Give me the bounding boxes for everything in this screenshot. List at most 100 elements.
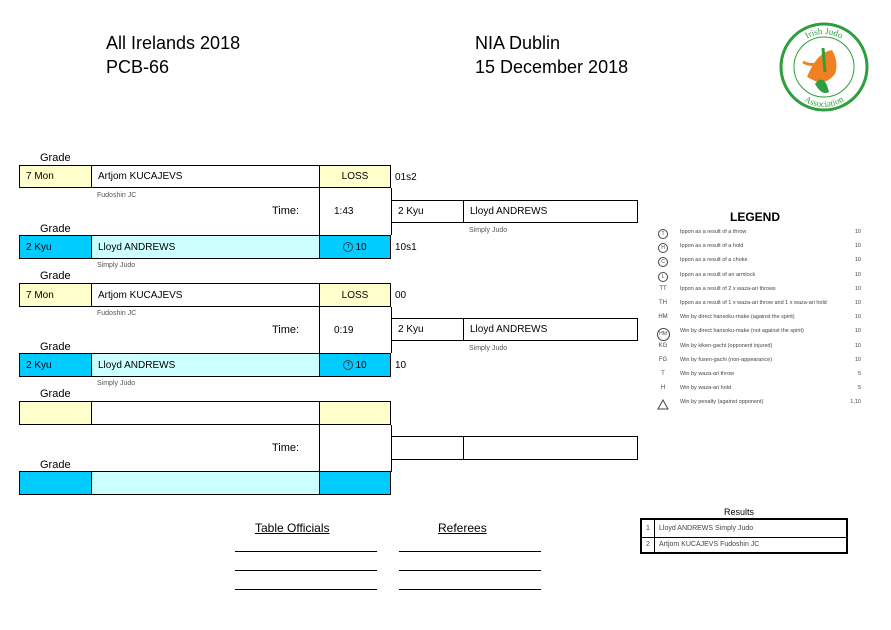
logo-text-bottom: Association [803,94,846,109]
white-name-cell[interactable]: Artjom KUCAJEVS [91,283,320,307]
referee-signature-line[interactable] [399,570,541,571]
white-club: Fudoshin JC [97,192,137,199]
winner-club: Simply Judo [469,227,508,234]
blue-score: 10 [395,360,407,371]
legend-description: Win by direct hansoku-make (not against … [680,328,804,335]
legend-points: 10 [854,314,861,321]
winner-club: Simply Judo [469,345,508,352]
legend-points: 10 [854,356,861,363]
legend-title: LEGEND [730,210,781,224]
white-name-cell[interactable] [91,401,320,425]
blue-result-cell[interactable]: T 10 [319,235,391,259]
legend-symbol-icon: FG [658,356,668,363]
white-score: 01s2 [395,172,417,183]
results-place: 1 [642,520,655,537]
legend-description: Ippon as a result of 1 x waza-ari throw … [680,300,827,306]
winner-name-cell[interactable]: Lloyd ANDREWS [463,200,638,223]
legend-description: Ippon as a result of a choke [680,257,748,264]
legend-points: 10 [854,300,861,306]
winner-name-cell[interactable]: Lloyd ANDREWS [463,318,638,341]
triangle-icon [657,399,669,410]
venue: NIA Dublin [475,33,561,53]
legend-points: 1,10 [850,399,861,406]
event-title: All Irelands 2018 [106,33,241,53]
legend-row: Win by penalty (against opponent)1,10 [656,399,861,412]
blue-name-cell[interactable]: Lloyd ANDREWS [91,353,320,377]
blue-name-cell[interactable] [91,471,320,495]
legend-points: 10 [854,328,861,335]
blue-grade-cell[interactable]: 2 Kyu [19,353,92,377]
legend-row: HM Win by direct hansoku-make (not agains… [656,328,861,342]
legend-description: Ippon as a result of 2 x waza-ari throws [680,285,776,292]
white-club: Fudoshin JC [97,310,137,317]
legend-description: Ippon as a result of an armlock [680,271,756,278]
legend-symbol-icon: T [656,229,670,239]
ippon-throw-icon: T [343,242,354,252]
event-date: 15 December 2018 [475,57,629,77]
winner-name-cell[interactable] [463,436,638,460]
blue-result-value: 10 [355,359,367,371]
official-signature-line[interactable] [235,551,377,552]
winner-grade-cell[interactable] [391,436,464,460]
legend-description: Win by kiken-gachi (opponent injured) [680,342,773,349]
white-result-cell[interactable] [319,401,391,425]
legend-points: 10 [854,229,861,235]
grade-label: Grade [40,341,71,353]
official-signature-line[interactable] [235,570,377,571]
results-table: 1 Lloyd ANDREWS Simply Judo 2 Artjom KUC… [640,518,848,554]
white-name-cell[interactable]: Artjom KUCAJEVS [91,165,320,188]
circle-symbol-icon: H [658,243,668,254]
white-grade-cell[interactable] [19,401,92,425]
winner-grade-cell[interactable]: 2 Kyu [391,200,464,223]
legend-description: Ippon as a result of a throw [680,229,747,235]
referee-signature-line[interactable] [399,551,541,552]
match-time: 1:43 [334,206,354,217]
legend-points: 10 [854,342,861,349]
legend-row: T Ippon as a result of a throw 10 [656,229,861,242]
blue-score: 10s1 [395,242,417,253]
legend-row: FG Win by fusen-gachi (non-appearance) 10 [656,357,861,370]
legend-description: Win by waza-ari hold [680,385,732,392]
legend-description: Win by fusen-gachi (non-appearance) [680,356,773,363]
blue-club: Simply Judo [97,380,136,387]
blue-grade-cell[interactable]: 2 Kyu [19,235,92,259]
legend-row: TT Ippon as a result of 2 x waza-ari thro… [656,286,861,299]
grade-label: Grade [40,388,71,400]
winner-grade-cell[interactable]: 2 Kyu [391,318,464,341]
grade-label: Grade [40,270,71,282]
legend-description: Win by waza-ari throw [680,371,735,377]
legend-symbol-icon: HM [656,328,670,342]
official-signature-line[interactable] [235,589,377,590]
blue-name-cell[interactable]: Lloyd ANDREWS [91,235,320,259]
white-result-cell[interactable]: LOSS [319,165,391,188]
legend-symbol-icon: C [656,257,670,268]
blue-result-cell[interactable]: T 10 [319,353,391,377]
results-entry: Artjom KUCAJEVS Fudoshin JC [659,541,760,548]
legend-description: Win by direct hansoku-make (against the … [680,314,795,321]
circle-symbol-icon: T [658,229,668,239]
blue-result-cell[interactable] [319,471,391,495]
time-label: Time: [272,442,300,454]
legend-points: 5 [857,385,861,392]
white-result-cell[interactable]: LOSS [319,283,391,307]
legend-row: C Ippon as a result of a choke 10 [656,257,861,270]
legend-symbol-icon: TT [659,285,667,292]
grade-label: Grade [40,152,71,164]
legend-points: 10 [854,257,861,264]
results-place: 2 [642,537,655,553]
results-entry: Lloyd ANDREWS Simply Judo [659,525,754,532]
referee-signature-line[interactable] [399,589,541,590]
legend-description: Ippon as a result of a hold [680,243,744,250]
white-grade-cell[interactable]: 7 Mon [19,283,92,307]
svg-text:Association: Association [803,94,846,109]
results-row: 1 Lloyd ANDREWS Simply Judo [642,520,846,538]
blue-grade-cell[interactable] [19,471,92,495]
legend-symbol-icon [656,399,670,412]
white-grade-cell[interactable]: 7 Mon [19,165,92,188]
